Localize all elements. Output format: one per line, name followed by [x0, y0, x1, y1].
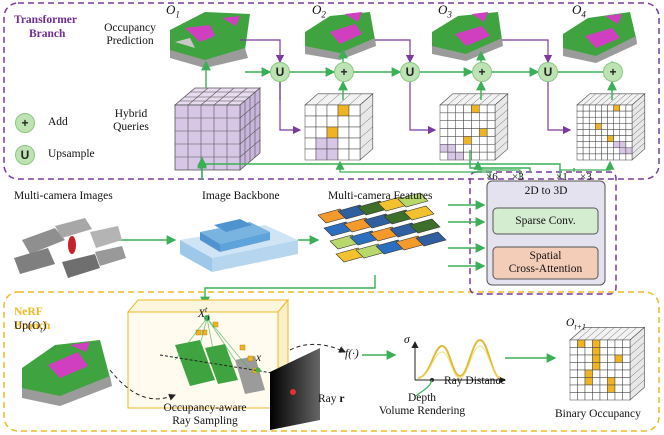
binary-occupancy-label: Binary Occupancy	[555, 408, 641, 420]
binary-occupancy-grid	[569, 326, 646, 401]
add-op-2: +	[472, 62, 492, 82]
occupancy-map-o1	[170, 12, 250, 68]
image-backbone-label: Image Backbone	[202, 190, 280, 202]
xti-label: Xti	[198, 305, 210, 323]
sparse-conv-label: Sparse Conv.	[515, 215, 576, 227]
add-legend-icon: +	[15, 113, 35, 133]
ray-r-label: Ray r	[318, 393, 345, 405]
f-function-label: f(·)	[345, 348, 359, 360]
output-o3-label: O3	[438, 2, 452, 20]
upsample-op-1: U	[270, 62, 290, 82]
hybrid-queries-label: Hybrid Queries	[113, 108, 149, 133]
add-op-3: +	[603, 62, 623, 82]
nerf-branch-border	[3, 291, 660, 432]
repeat-x1: ×1	[556, 171, 568, 183]
add-op-1: +	[334, 62, 354, 82]
rendered-image	[270, 348, 320, 430]
up-ot-terrain	[22, 340, 112, 406]
ray-distance-label: Ray Distance	[444, 375, 506, 387]
up-ot-label: Up(Ot)	[14, 320, 47, 335]
occupancy-map-o4	[563, 12, 637, 63]
output-o1-label: O1	[166, 2, 180, 20]
depth-plot	[411, 338, 506, 397]
output-o2-label: O2	[312, 2, 326, 20]
x-label: x	[256, 352, 262, 364]
voxel-grid-1	[304, 93, 374, 161]
sparse-conv-box	[492, 207, 599, 235]
spatial-cross-attention-box	[492, 246, 599, 280]
sigma-label: σ	[404, 334, 410, 346]
module-title: 2D to 3D	[524, 185, 568, 197]
multi-camera-features	[317, 192, 447, 263]
spatial-cross-attention-label: Spatial Cross-Attention	[508, 250, 583, 275]
multi-camera-images	[14, 218, 126, 278]
voxel-grid-3	[576, 93, 646, 161]
repeat-x6: ×6	[486, 171, 498, 183]
multi-camera-images-label: Multi-camera Images	[14, 190, 113, 202]
depth-volume-rendering-label: Depth Volume Rendering	[378, 392, 466, 417]
upsample-op-2: U	[400, 62, 420, 82]
module-border	[469, 171, 617, 295]
upsample-legend-icon: U	[15, 145, 35, 165]
nerf-branch-title: NeRF Branch	[14, 306, 51, 332]
occupancy-map-o3	[432, 12, 503, 61]
transformer-branch-border	[3, 2, 660, 180]
repeat-x3-b: ×3	[580, 171, 592, 183]
multi-camera-features-label: Multi-camera Features	[328, 190, 433, 202]
occupancy-map-o2	[305, 12, 376, 60]
o-next-label: Ot+1	[566, 317, 586, 332]
output-o4-label: O4	[572, 2, 586, 20]
hybrid-queries-cube	[173, 87, 262, 171]
add-legend-label: Add	[48, 116, 68, 128]
occupancy-aware-ray-sampling-label: Occupancy-aware Ray Sampling	[163, 402, 247, 427]
voxel-grid-2	[439, 93, 509, 161]
upsample-op-3: U	[538, 62, 558, 82]
transformer-branch-title: Transformer Branch	[14, 14, 78, 40]
upsample-legend-label: Upsample	[48, 148, 95, 160]
image-backbone-stack	[180, 219, 298, 272]
repeat-x3-a: ×3	[512, 171, 524, 183]
occupancy-prediction-label: Occupancy Prediction	[104, 22, 156, 47]
